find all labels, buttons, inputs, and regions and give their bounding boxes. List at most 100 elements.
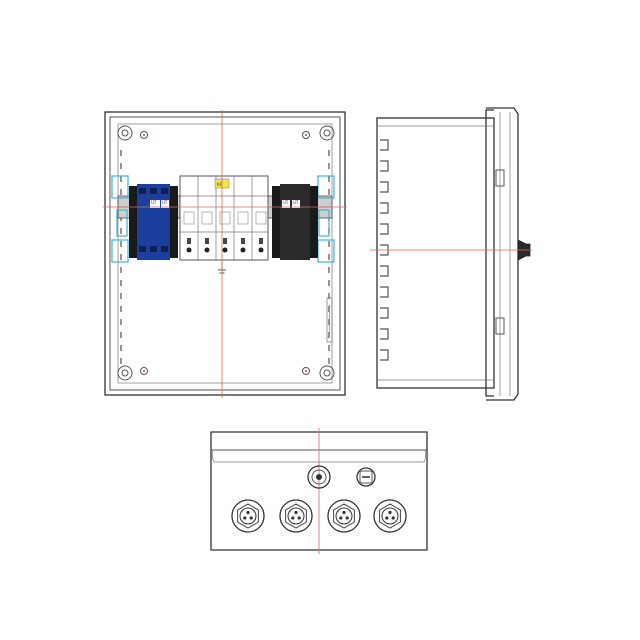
end-stop-left-2	[170, 186, 178, 258]
cable-gland-nut	[379, 503, 401, 529]
terminal-block	[300, 184, 310, 260]
cable-gland-outer	[373, 499, 407, 533]
front-mounting-plate	[117, 123, 333, 384]
side-vent-slot	[380, 307, 389, 319]
cable-gland-hole	[345, 516, 349, 520]
din-clip-mid-left	[116, 209, 128, 237]
terminal-screw	[150, 188, 157, 194]
front-hinge-slot	[326, 297, 333, 343]
spd-module-window	[201, 211, 213, 225]
din-clip-bottom-left	[111, 239, 129, 263]
terminal-block	[137, 184, 148, 260]
side-hinge-bottom	[495, 317, 505, 335]
bottom-view	[210, 428, 428, 554]
terminal-marker	[282, 200, 290, 208]
corner-screw-top-left	[117, 125, 148, 141]
side-vent-slot	[380, 160, 389, 172]
side-vent-slot	[380, 181, 389, 193]
din-clip-top-right	[317, 175, 335, 199]
terminal-block	[148, 184, 159, 260]
terminal-blocks-right: UT UT	[272, 184, 318, 260]
terminal-label: UT	[151, 200, 157, 205]
cable-gland-nut	[285, 503, 307, 529]
cable-gland-hole	[342, 510, 346, 515]
cable-gland-hole	[246, 510, 250, 515]
spd-terminal-clamp	[241, 238, 245, 244]
terminal-block	[280, 184, 290, 260]
bottom-body	[210, 431, 428, 551]
side-hinge-top	[495, 169, 505, 187]
terminal-marker	[150, 200, 160, 208]
terminal-label: UT	[283, 200, 289, 205]
spd-terminal-screw	[240, 247, 246, 253]
terminal-screw	[161, 246, 168, 252]
side-lid	[486, 107, 519, 401]
breather-valve	[307, 465, 331, 489]
cable-gland-seal	[335, 507, 353, 525]
spd-label: KF	[217, 182, 223, 187]
terminal-label: UT	[293, 200, 299, 205]
end-stop-right	[272, 186, 280, 258]
spd-terminal-screw	[258, 247, 264, 253]
spd-module-window	[219, 211, 231, 225]
spd-module-window	[237, 211, 249, 225]
end-stop-right-2	[310, 186, 318, 258]
terminal-screw	[139, 246, 146, 252]
corner-screw-top-right	[302, 125, 335, 141]
end-stop-left	[129, 186, 137, 258]
vent-plug	[356, 467, 376, 487]
side-flange	[485, 109, 494, 397]
terminal-marker	[161, 200, 169, 208]
cable-gland-hole	[385, 516, 389, 520]
side-vents	[380, 139, 389, 361]
surge-protection-device: KF	[179, 175, 269, 274]
corner-screw-bottom-left	[117, 365, 148, 381]
front-view: UT UT KF	[103, 110, 347, 398]
spd-terminals	[183, 211, 267, 253]
din-clip-mid-right	[318, 209, 330, 237]
side-vent-slot	[380, 286, 389, 298]
terminal-marker	[292, 200, 300, 208]
terminal-blocks-left: UT UT	[129, 184, 178, 260]
spd-terminal-screw	[186, 247, 192, 253]
spd-terminal-clamp	[205, 238, 209, 244]
side-vent-slot	[380, 223, 389, 235]
side-vent-slot	[380, 328, 389, 340]
cable-gland-seal	[287, 507, 305, 525]
cable-gland-hole	[339, 516, 343, 520]
cable-gland-hole	[388, 510, 392, 515]
din-clip-bottom-right	[317, 239, 335, 263]
terminal-label: UT	[162, 200, 168, 205]
cable-gland-hole	[294, 510, 298, 515]
cable-gland-outer	[231, 499, 265, 533]
corner-screw-bottom-right	[302, 365, 335, 381]
spd-terminal-clamp	[259, 238, 263, 244]
side-vent-slot	[380, 139, 389, 151]
cable-gland-hole	[297, 516, 301, 520]
spd-housing	[179, 175, 269, 261]
cable-gland-hole	[291, 516, 295, 520]
spd-terminal-screw	[204, 247, 210, 253]
terminal-screw	[150, 246, 157, 252]
terminal-block	[290, 184, 300, 260]
front-outer-frame	[104, 111, 346, 396]
terminal-screw	[161, 188, 168, 194]
cable-gland-outer	[327, 499, 361, 533]
cable-gland-outer	[279, 499, 313, 533]
cable-gland-nut	[237, 503, 259, 529]
spd-module-window	[183, 211, 195, 225]
side-vent-slot	[380, 202, 389, 214]
terminal-block	[159, 184, 170, 260]
spd-terminal-screw	[222, 247, 228, 253]
cable-gland-hole	[243, 516, 247, 520]
din-clip-top-left	[111, 175, 129, 199]
spd-terminal-clamp	[223, 238, 227, 244]
side-vent-slot	[380, 265, 389, 277]
spd-terminal-clamp	[187, 238, 191, 244]
cable-gland-seal	[381, 507, 399, 525]
front-inner-frame	[109, 116, 341, 391]
cable-gland-hole	[391, 516, 395, 520]
cable-glands	[231, 499, 407, 533]
